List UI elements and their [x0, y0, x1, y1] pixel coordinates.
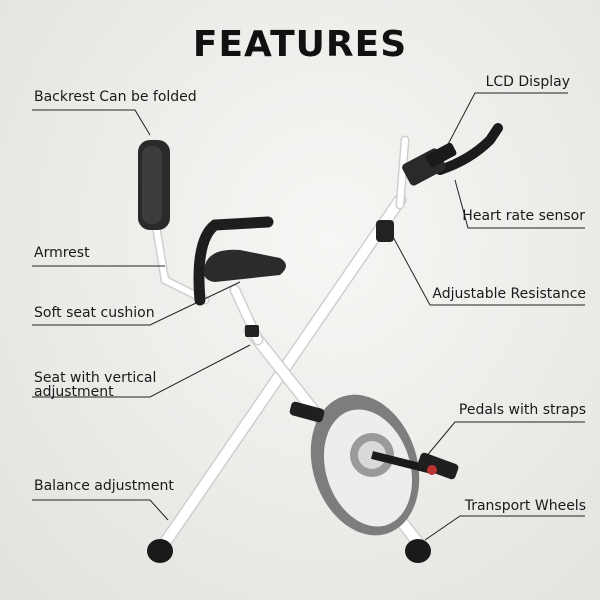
label-wheels: Transport Wheels	[464, 498, 586, 514]
label-seat-adjust-line1: Seat with vertical	[34, 370, 157, 386]
label-seat-adjust-line2: adjustment	[34, 384, 114, 400]
label-resistance: Adjustable Resistance	[432, 286, 586, 302]
handlebar	[435, 123, 503, 175]
page-title: FEATURES	[192, 24, 408, 65]
label-balance: Balance adjustment	[34, 478, 174, 494]
label-armrest: Armrest	[34, 245, 90, 261]
rear-foot	[147, 539, 173, 563]
callout-lines	[32, 92, 585, 541]
label-lcd: LCD Display	[485, 74, 570, 90]
label-seat-cushion: Soft seat cushion	[34, 305, 155, 321]
resistance-knob	[376, 220, 394, 242]
label-pedals: Pedals with straps	[458, 402, 586, 418]
armrest-bar	[193, 216, 274, 306]
pedal-right	[417, 452, 459, 480]
pedal-left	[289, 401, 325, 423]
label-heart-rate: Heart rate sensor	[462, 208, 585, 224]
transport-wheel	[405, 539, 431, 563]
label-backrest: Backrest Can be folded	[34, 89, 197, 105]
seat-cushion	[203, 249, 286, 282]
